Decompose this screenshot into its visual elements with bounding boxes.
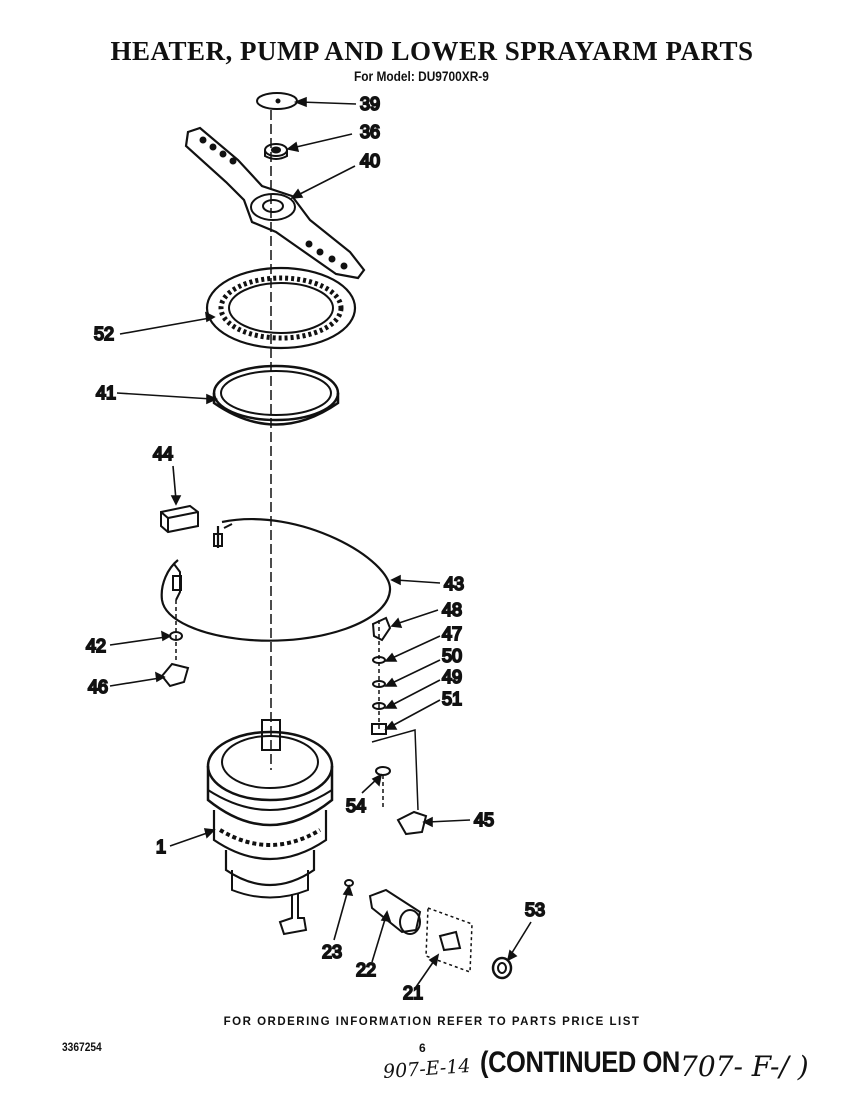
callout-1: 1 — [156, 837, 166, 857]
fastener-stack — [371, 616, 392, 735]
part-1-pump-assembly — [206, 719, 334, 936]
continued-note: (CONTINUED ON — [480, 1046, 680, 1079]
callout-22: 22 — [356, 960, 376, 980]
part-42-washer — [169, 600, 183, 660]
part-21-cover — [425, 906, 473, 974]
part-52-filter-ring — [205, 266, 357, 350]
callout-44: 44 — [153, 444, 173, 464]
part-46-bracket — [160, 662, 190, 688]
callout-39: 39 — [360, 94, 380, 114]
callout-46: 46 — [88, 677, 108, 697]
part-22-sensor — [368, 888, 422, 935]
part-39-cap — [256, 92, 298, 110]
callout-51: 51 — [442, 689, 462, 709]
page-title: HEATER, PUMP AND LOWER SPRAYARM PARTS — [110, 36, 754, 66]
part-36-nut — [264, 143, 288, 160]
leader-bracket — [371, 729, 419, 811]
part-44-clip — [160, 504, 199, 534]
callout-42: 42 — [86, 636, 106, 656]
leader-lines — [109, 96, 532, 988]
callout-53: 53 — [525, 900, 545, 920]
callout-41: 41 — [96, 383, 116, 403]
model-subtitle: For Model: DU9700XR-9 — [354, 68, 489, 84]
document-number: 3367254 — [62, 1040, 102, 1054]
part-54-screw — [375, 766, 391, 808]
ordering-note: FOR ORDERING INFORMATION REFER TO PARTS … — [223, 1016, 641, 1028]
callout-48: 48 — [442, 600, 462, 620]
callout-36: 36 — [360, 122, 380, 142]
page-number: 6 — [419, 1041, 426, 1055]
callout-50: 50 — [442, 646, 462, 666]
part-40-sprayarm — [184, 126, 366, 280]
part-43-heater — [160, 518, 392, 642]
callout-40: 40 — [360, 151, 380, 171]
callout-43: 43 — [444, 574, 464, 594]
callout-23: 23 — [322, 942, 342, 962]
part-53-plug — [491, 956, 513, 980]
part-41-seal-ring — [212, 364, 340, 426]
callout-45: 45 — [474, 810, 494, 830]
callout-52: 52 — [94, 324, 114, 344]
callout-49: 49 — [442, 667, 462, 687]
callout-47: 47 — [442, 624, 462, 644]
part-45-bracket — [396, 810, 428, 836]
callout-21: 21 — [403, 983, 423, 1003]
handwritten-continued-ref: 707- F-/ ) — [680, 1050, 809, 1083]
callout-54: 54 — [346, 796, 366, 816]
